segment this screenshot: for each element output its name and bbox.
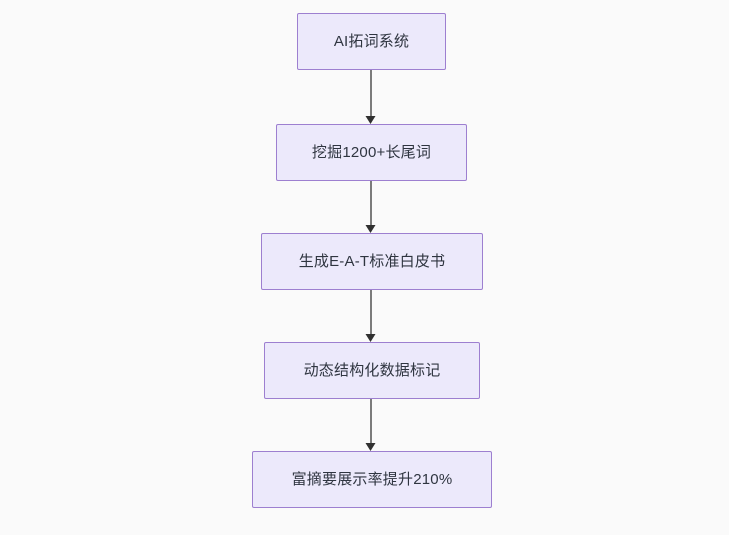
- arrow-head-icon: [365, 334, 376, 342]
- flow-node-dynamic-structured-data-markup[interactable]: 动态结构化数据标记: [264, 342, 480, 399]
- flow-node-label: AI拓词系统: [333, 32, 410, 50]
- flow-node-rich-snippet-impression-lift[interactable]: 富摘要展示率提升210%: [252, 451, 492, 508]
- arrow-head-icon: [365, 443, 376, 451]
- connector-line: [370, 290, 372, 334]
- connector-line: [370, 70, 372, 116]
- connector-line: [370, 181, 372, 225]
- arrow-head-icon: [365, 116, 376, 124]
- flow-node-label: 生成E-A-T标准白皮书: [298, 252, 446, 270]
- arrow-head-icon: [365, 225, 376, 233]
- flow-node-label: 动态结构化数据标记: [303, 361, 441, 379]
- flow-node-label: 挖掘1200+长尾词: [311, 143, 432, 161]
- flow-node-label: 富摘要展示率提升210%: [291, 470, 453, 488]
- flow-node-generate-eat-whitepaper[interactable]: 生成E-A-T标准白皮书: [261, 233, 483, 290]
- connector-line: [370, 399, 372, 443]
- flow-node-mine-longtail-keywords[interactable]: 挖掘1200+长尾词: [276, 124, 467, 181]
- flow-node-ai-keyword-system[interactable]: AI拓词系统: [297, 13, 446, 70]
